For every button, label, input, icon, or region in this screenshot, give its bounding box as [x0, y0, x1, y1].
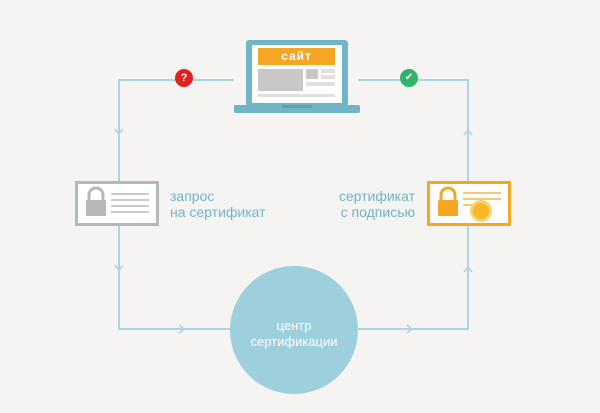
site-text-line-1: [258, 94, 335, 97]
seal-icon: [470, 200, 492, 222]
site-sidebar-block-1: [306, 69, 318, 79]
signed-label-line1: сертификат: [338, 188, 415, 204]
signed-label-line2: с подписью: [340, 204, 415, 220]
laptop-icon: [234, 40, 360, 113]
flow-lines: [118, 79, 469, 330]
flow-line-left-top: [118, 79, 234, 182]
request-certificate-icon: [75, 181, 159, 226]
site-content-block: [258, 69, 303, 91]
flow-arrows: [114, 128, 473, 334]
question-icon: ?: [175, 69, 193, 87]
flow-line-right-top: [358, 79, 469, 182]
arrow-right-2: [406, 324, 414, 334]
ca-circle: [230, 266, 358, 394]
ca-label-line2: сертификации: [250, 334, 338, 349]
request-label-line2: на сертификат: [170, 204, 266, 220]
signed-certificate-label: сертификат с подписью: [339, 188, 415, 220]
arrow-down-2: [114, 264, 124, 272]
request-label-line1: запрос: [170, 188, 215, 204]
request-label: запрос на сертификат: [170, 188, 266, 220]
padlock-icon: [438, 186, 458, 216]
site-sidebar-block-2: [321, 69, 335, 73]
arrow-up-1: [463, 265, 473, 273]
laptop-base: [234, 105, 360, 113]
ca-label: центр сертификации: [230, 318, 358, 350]
arrow-down-1: [114, 128, 124, 136]
arrow-up-2: [463, 128, 473, 136]
site-label: сайт: [281, 49, 312, 63]
site-sidebar-block-4: [306, 82, 335, 86]
flow-line-left-bottom: [118, 226, 236, 330]
site-header-bar: [258, 48, 335, 65]
ca-label-line1: центр: [276, 318, 312, 333]
signed-certificate-icon: [427, 181, 511, 226]
laptop-base-notch: [282, 105, 312, 108]
site-sidebar-block-3: [321, 75, 335, 79]
check-icon: ✔: [400, 69, 418, 87]
flow-line-right-bottom: [358, 226, 469, 330]
padlock-icon: [86, 186, 106, 216]
arrow-right-1: [178, 324, 186, 334]
